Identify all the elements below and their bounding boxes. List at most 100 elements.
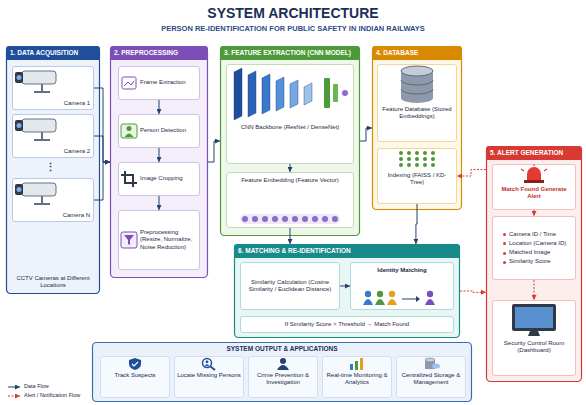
process-box: Preprocessing (Resize, Normalize, Noise … <box>118 210 200 270</box>
section-header: SYSTEM OUTPUT & APPLICATIONS <box>92 342 472 356</box>
flow-arrow <box>159 100 160 114</box>
box-outline <box>13 67 94 110</box>
process-box: Feature Embedding (Feature Vector) <box>226 172 354 228</box>
process-box: Person Detection <box>118 114 200 148</box>
box-text: Frame Extraction <box>140 79 197 86</box>
box-text: Feature Embedding (Feature Vector) <box>230 177 350 184</box>
section-caption: CCTV Cameras at Different Locations <box>10 275 96 289</box>
legend-text: Alert / Notification Flow <box>24 392 80 399</box>
flow-arrow <box>94 162 110 200</box>
flow-arrow <box>460 291 486 292</box>
box-outline <box>351 263 454 310</box>
process-box: Indexing (FAISS / KD-Tree) <box>377 148 457 204</box>
section-panel: 2. PREPROCESSING Frame ExtractionPerson D… <box>110 46 208 278</box>
process-box: Security Control Room (Dashboard) <box>492 300 576 376</box>
box-outline <box>13 115 94 158</box>
ellipsis-mark: ⋮ <box>44 158 56 176</box>
process-box: Similarity Calculation (Cosine Similarit… <box>240 262 340 310</box>
diagram-subtitle: PERSON RE-IDENTIFICATION FOR PUBLIC SAFE… <box>0 24 586 33</box>
box-icon <box>492 300 576 376</box>
box-outline <box>493 165 576 210</box>
section-header: 5. ALERT GENERATION <box>486 146 582 160</box>
process-box: Image Cropping <box>118 162 200 196</box>
flow-arrow <box>457 170 486 176</box>
process-box: Real-time Monitoring & Analytics <box>322 356 392 398</box>
box-icon <box>226 64 354 164</box>
legend-text: Data Flow <box>24 383 49 390</box>
panel-outline <box>93 343 472 402</box>
section-header: 4. DATABASE <box>372 46 462 60</box>
box-outline <box>119 67 200 100</box>
flow-arrow <box>290 228 291 244</box>
panel-outline <box>7 47 100 294</box>
box-text: Person Detection <box>140 127 197 134</box>
box-text: Preprocessing (Resize, Normalize, Noise … <box>140 229 197 251</box>
box-outline <box>241 263 340 310</box>
box-text: CNN Backbone (ResNet / DenseNet) <box>230 124 350 131</box>
process-box: Locate Missing Persons <box>174 356 244 398</box>
box-outline <box>493 301 576 376</box>
box-text: Camera 2 <box>16 148 90 155</box>
section-header: 3. FEATURE EXTRACTION (CNN MODEL) <box>220 46 360 60</box>
list-item: Matched Image <box>502 249 572 256</box>
legend-line <box>8 396 20 397</box>
legend-line <box>8 387 20 388</box>
box-text: Track Suspects <box>102 372 168 379</box>
panel-outline <box>373 47 462 210</box>
panel-outline <box>221 47 360 236</box>
box-text: Match Found Generate Alert <box>496 186 572 200</box>
box-outline <box>323 357 392 398</box>
box-outline <box>493 217 576 280</box>
process-box: Camera N <box>12 178 94 222</box>
flow-arrow <box>416 204 417 244</box>
section-panel: 5. ALERT GENERATION Match Found Generate … <box>486 146 582 382</box>
section-panel: 6. MATCHING & RE-IDENTIFICATION Similarit… <box>234 244 460 338</box>
panel-outline <box>487 147 582 382</box>
box-text: If Similarity Score > Threshold → Match … <box>244 321 450 328</box>
section-panel: 3. FEATURE EXTRACTION (CNN MODEL) CNN Bac… <box>220 46 360 236</box>
section-header: 2. PREPROCESSING <box>110 46 208 60</box>
process-box: Feature Database (Stored Embeddings) <box>377 64 457 142</box>
process-box: Match Found Generate Alert <box>492 164 576 210</box>
flow-arrow <box>534 210 535 216</box>
flow-arrow <box>208 141 220 162</box>
box-text: Camera N <box>16 212 90 219</box>
list-item: Camera ID / Time <box>502 231 572 238</box>
box-outline <box>378 149 457 204</box>
box-outline <box>227 173 354 228</box>
section-panel: 4. DATABASE Feature Database (Stored Embe… <box>372 46 462 210</box>
panel-outline <box>111 47 208 278</box>
process-box: Frame Extraction <box>118 66 200 100</box>
box-outline <box>119 163 200 196</box>
box-outline <box>227 65 354 164</box>
process-box: Track Suspects <box>100 356 170 398</box>
flow-arrow <box>159 148 160 162</box>
process-box: Identity Matching <box>350 262 454 310</box>
box-outline <box>119 211 200 270</box>
box-text: Feature Database (Stored Embeddings) <box>381 106 453 120</box>
section-header: 6. MATCHING & RE-IDENTIFICATION <box>234 244 460 258</box>
section-header: 1. DATA ACQUISITION <box>6 46 100 60</box>
box-outline <box>241 317 454 333</box>
box-text: Security Control Room (Dashboard) <box>496 340 572 354</box>
flow-arrow <box>94 136 110 162</box>
process-box: If Similarity Score > Threshold → Match … <box>240 316 454 333</box>
box-outline <box>13 179 94 222</box>
box-outline <box>397 357 466 398</box>
box-outline <box>378 65 457 142</box>
box-outline <box>175 357 244 398</box>
process-box: Camera 2 <box>12 114 94 158</box>
box-text: Similarity Calculation (Cosine Similarit… <box>244 279 336 293</box>
box-text: Locate Missing Persons <box>176 372 242 379</box>
box-icon <box>377 64 457 142</box>
process-box: Crime Prevention & Investigation <box>248 356 318 398</box>
panel-outline <box>235 245 460 338</box>
flow-arrow <box>94 88 110 162</box>
process-box: CNN Backbone (ResNet / DenseNet) <box>226 64 354 164</box>
box-outline <box>119 115 200 148</box>
process-box: Centralized Storage & Management <box>396 356 466 398</box>
